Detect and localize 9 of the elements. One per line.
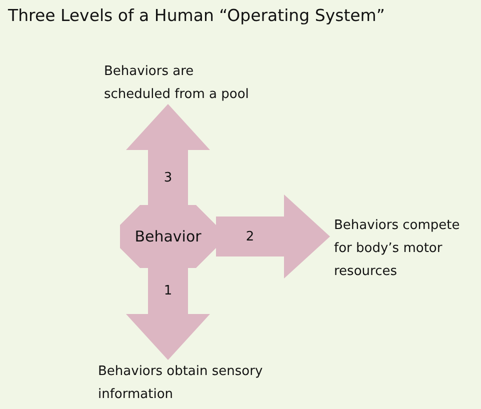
step-number: 2 (246, 229, 254, 244)
description-text: Behaviors compete for body’s motor resources (334, 217, 461, 281)
description-text: Behaviors are scheduled from a pool (104, 63, 250, 104)
behavior-octagon (120, 205, 216, 268)
step-number: 3 (164, 170, 172, 185)
description-text: Behaviors obtain sensory information (98, 363, 263, 404)
diagram-title: Three Levels of a Human “Operating System” (8, 6, 385, 25)
step-number: 1 (164, 284, 172, 298)
node-label: Behavior (134, 226, 202, 247)
